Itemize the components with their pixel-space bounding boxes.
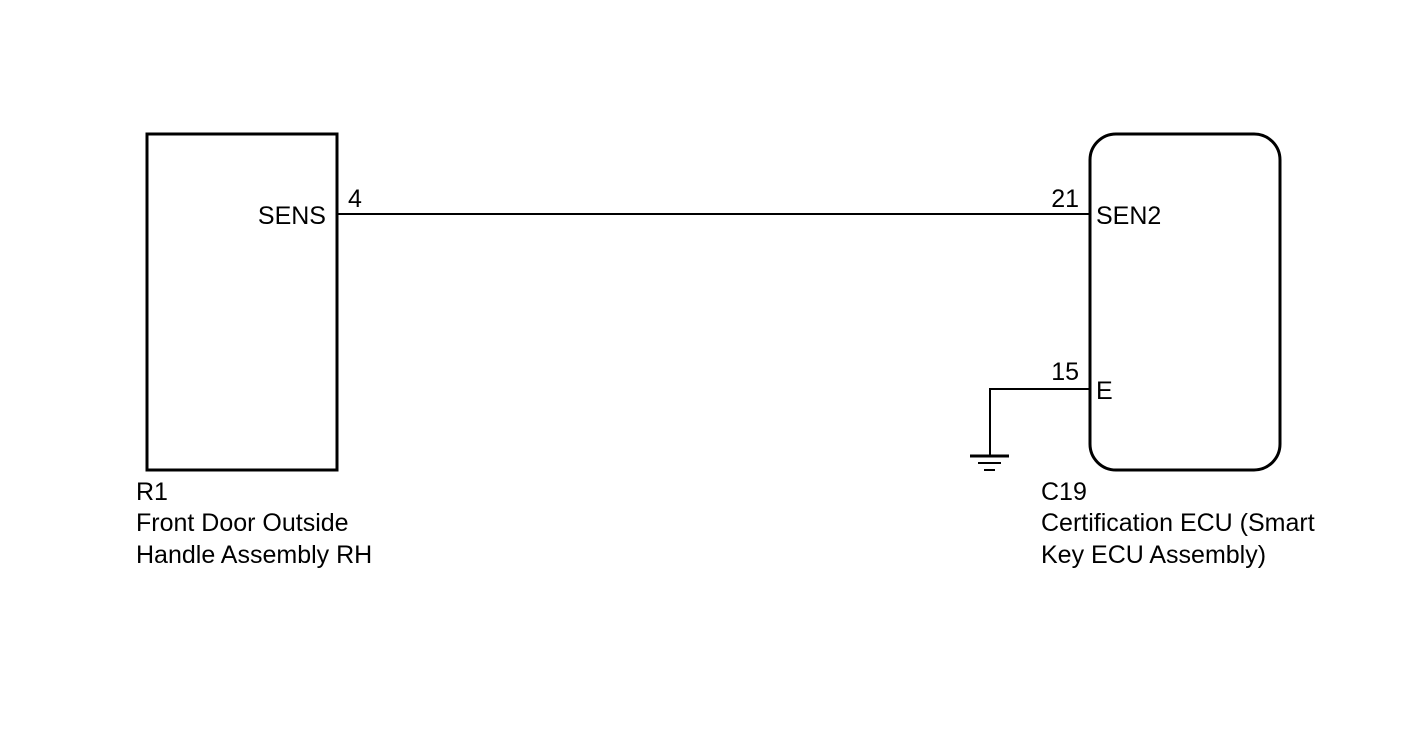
c19-component-box xyxy=(1088,132,1282,472)
r1-ref-label: R1 xyxy=(136,478,168,506)
c19-pin-number-21: 21 xyxy=(1051,185,1079,213)
c19-name-line1: Certification ECU (Smart xyxy=(1041,509,1315,537)
r1-pin-number-4: 4 xyxy=(348,185,362,213)
c19-pin-name-e: E xyxy=(1096,377,1113,405)
c19-pin-number-15: 15 xyxy=(1051,358,1079,386)
ground-wire xyxy=(989,388,1090,455)
r1-pin-name-sens: SENS xyxy=(258,202,326,230)
r1-name-line1: Front Door Outside xyxy=(136,509,349,537)
c19-ref-label: C19 xyxy=(1041,478,1087,506)
c19-pin-name-sen2: SEN2 xyxy=(1096,202,1161,230)
r1-component-box xyxy=(145,132,339,472)
c19-name-line2: Key ECU Assembly) xyxy=(1041,541,1266,569)
r1-name-line2: Handle Assembly RH xyxy=(136,541,372,569)
ground-symbol-icon xyxy=(970,454,1009,471)
